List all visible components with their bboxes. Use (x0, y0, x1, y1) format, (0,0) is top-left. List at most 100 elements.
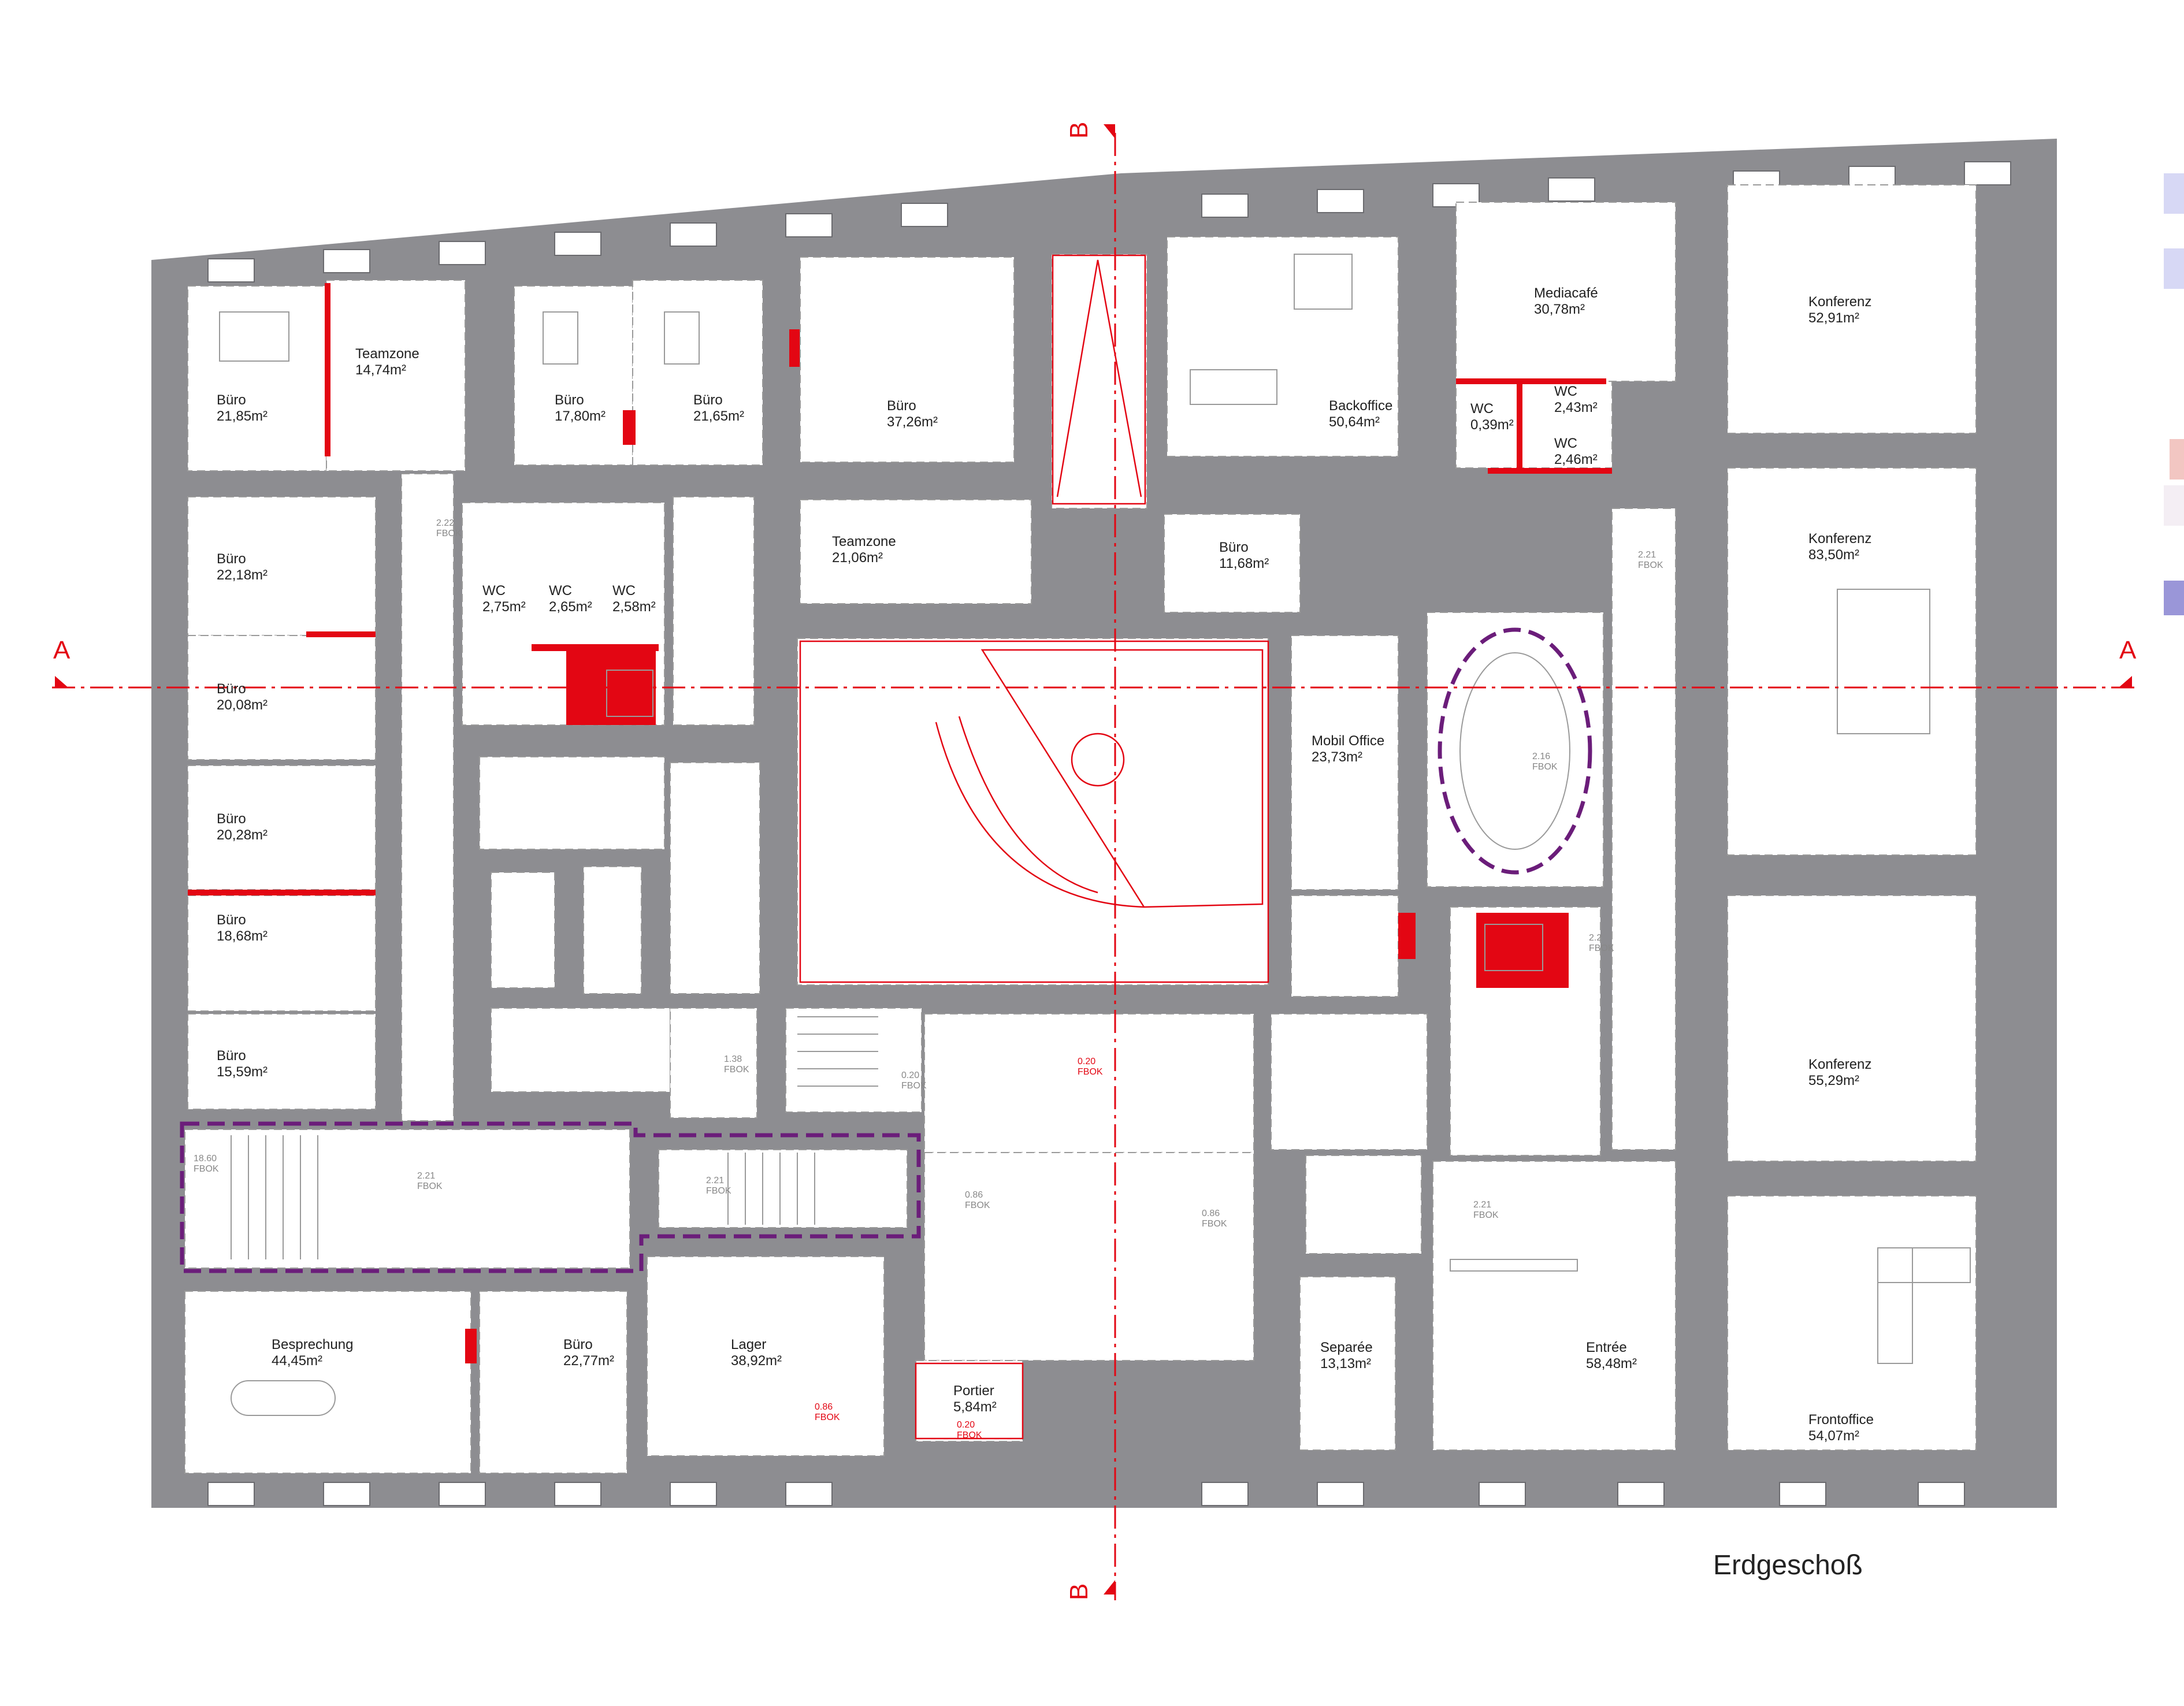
room-stair-1 (491, 1008, 671, 1092)
room-corridor-mid (1291, 895, 1399, 997)
stair-treads (231, 1016, 878, 1259)
label-konferenz-3-area: 55,29m² (1808, 1073, 1859, 1088)
level-mark-15-value: 0.20 (957, 1420, 975, 1430)
level-mark-7-ref: FBOK (1078, 1067, 1103, 1077)
level-mark-6-value: 0.20 (901, 1071, 919, 1080)
marked-oval-stair (1438, 627, 1592, 875)
label-teamzone-2-name: Teamzone (832, 534, 896, 549)
room-buero-10 (187, 1013, 376, 1110)
room-buero-3 (632, 280, 763, 466)
room-konferenz-1 (1727, 184, 1977, 434)
label-wc-3-name: WC (1554, 436, 1577, 451)
level-mark-10-value: 2.21 (706, 1176, 724, 1185)
label-buero-8-area: 20,28m² (217, 827, 268, 843)
label-backoffice-area: 50,64m² (1329, 414, 1380, 430)
label-teamzone-1-area: 14,74m² (355, 362, 406, 378)
room-frontoffice (1727, 1195, 1977, 1451)
label-mobil-office-name: Mobil Office (1312, 733, 1384, 749)
room-corridor-west (401, 473, 454, 1121)
room-corridor-center (924, 1013, 1254, 1153)
label-konferenz-3-name: Konferenz (1808, 1057, 1871, 1072)
level-mark-4-value: 2.2 (1589, 933, 1602, 943)
room-corridor-east (1611, 508, 1676, 1150)
label-buero-4-name: Büro (887, 398, 916, 414)
label-konferenz-2-area: 83,50m² (1808, 547, 1859, 563)
central-hall-outline (799, 640, 1269, 983)
label-mobil-office-area: 23,73m² (1312, 749, 1362, 765)
label-buero-3-area: 21,65m² (693, 408, 744, 424)
room-stair-east (1305, 1155, 1422, 1254)
room-entree (1432, 1161, 1676, 1451)
room-stair-hall-west (184, 1129, 630, 1269)
room-stair-hall (1427, 612, 1604, 887)
label-frontoffice-area: 54,07m² (1808, 1428, 1859, 1444)
room-teamzone-1 (326, 280, 466, 471)
room-buero-11 (479, 1291, 627, 1474)
label-buero-2-name: Büro (555, 392, 584, 408)
label-mediacafe-area: 30,78m² (1534, 302, 1585, 317)
room-entrance-top (1051, 254, 1147, 509)
label-separee-name: Separée (1320, 1340, 1373, 1355)
room-service-west (673, 496, 755, 726)
label-buero-10-name: Büro (217, 1048, 246, 1064)
room-storage-4 (670, 762, 760, 994)
level-mark-9-ref: FBOK (417, 1181, 443, 1191)
level-mark-11-value: 0.86 (965, 1190, 983, 1200)
label-portier-area: 5,84m² (953, 1399, 997, 1415)
label-buero-1-area: 21,85m² (217, 408, 268, 424)
label-mediacafe-name: Mediacafé (1534, 285, 1598, 301)
label-buero-10-area: 15,59m² (217, 1064, 268, 1080)
label-wc-2-area: 2,43m² (1554, 400, 1598, 415)
level-mark-5-ref: FBOK (724, 1065, 749, 1075)
room-labels: Büro 21,85m² Teamzone 14,74m² Büro 17,80… (217, 285, 1874, 1444)
marked-stair-zone (180, 1121, 921, 1273)
label-buero-6-area: 11,68m² (1219, 556, 1269, 571)
label-wc-1-area: 0,39m² (1470, 417, 1514, 433)
label-konferenz-2-name: Konferenz (1808, 531, 1871, 547)
level-mark-10-ref: FBOK (706, 1186, 731, 1196)
label-konferenz-1-area: 52,91m² (1808, 310, 1859, 326)
room-buero-6 (1164, 514, 1301, 613)
room-buero-8 (187, 765, 376, 890)
level-mark-13-value: 2.21 (1473, 1200, 1491, 1210)
level-mark-14-value: 0.86 (815, 1402, 833, 1412)
axis-label-a-right: A (2119, 636, 2137, 664)
room-mobil-office (1291, 635, 1399, 890)
label-konferenz-1-name: Konferenz (1808, 294, 1871, 310)
level-mark-1-ref: FBOK (436, 529, 462, 538)
room-buero-1 (187, 285, 327, 471)
level-mark-5-value: 1.38 (724, 1054, 742, 1064)
room-portier (915, 1360, 1023, 1442)
label-frontoffice-name: Frontoffice (1808, 1412, 1874, 1428)
room-separee (1299, 1276, 1396, 1451)
label-wc-4-name: WC (482, 583, 506, 599)
label-teamzone-1-name: Teamzone (355, 346, 419, 362)
room-buero-2 (514, 285, 633, 466)
level-mark-12-ref: FBOK (1202, 1219, 1227, 1229)
level-mark-3-ref: FBOK (1532, 762, 1558, 772)
label-wc-6-name: WC (612, 583, 636, 599)
axis-label-b-bottom: B (1065, 1584, 1093, 1600)
room-lager (647, 1256, 885, 1456)
room-besprechung (184, 1291, 471, 1474)
label-besprechung-name: Besprechung (272, 1337, 353, 1352)
label-wc-2-name: WC (1554, 384, 1577, 399)
room-mediacafe (1455, 202, 1676, 382)
marked-boundaries (180, 627, 1592, 1273)
room-buero-7 (187, 635, 376, 760)
label-buero-5-name: Büro (217, 551, 246, 567)
level-mark-1-value: 2.22 (436, 518, 454, 528)
level-mark-15-ref: FBOK (957, 1430, 982, 1440)
room-stair-2 (670, 1008, 757, 1118)
legend-marks (2164, 173, 2184, 615)
label-buero-7-area: 20,08m² (217, 697, 268, 713)
furniture (219, 254, 1971, 1416)
level-mark-9-value: 2.21 (417, 1171, 435, 1181)
room-teamzone-2 (800, 499, 1032, 604)
room-buero-4 (800, 257, 1015, 463)
label-separee-area: 13,13m² (1320, 1356, 1371, 1372)
label-wc-5-name: WC (549, 583, 572, 599)
label-buero-6-name: Büro (1219, 540, 1249, 555)
axis-label-a-left: A (53, 636, 70, 664)
